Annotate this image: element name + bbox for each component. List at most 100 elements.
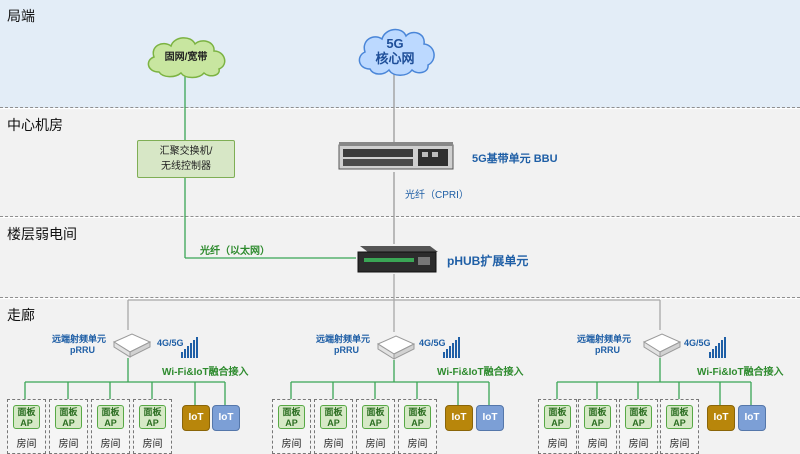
prru-name-line2: pRRU — [334, 345, 359, 355]
aggregation-switch-box: 汇聚交换机/ 无线控制器 — [137, 140, 235, 178]
access-label: Wi-Fi&IoT融合接入 — [697, 367, 784, 378]
iot-device-gold: IoT — [707, 405, 735, 431]
prru-band-label: 4G/5G — [419, 338, 446, 348]
room-label: 房间 — [669, 439, 690, 450]
ap-line1: 面板 — [59, 407, 78, 417]
room-label: 房间 — [547, 439, 568, 450]
band-title-central-office: 局端 — [7, 8, 35, 24]
bbu-device-icon — [338, 142, 454, 170]
ap-line1: 面板 — [548, 407, 567, 417]
room-label: 房间 — [628, 439, 649, 450]
ap-line1: 面板 — [588, 407, 607, 417]
ap-line2: AP — [411, 418, 424, 428]
5g-core-cloud-icon — [358, 28, 435, 76]
ap-line1: 面板 — [143, 407, 162, 417]
phub-device-icon — [357, 246, 438, 273]
ap-line2: AP — [146, 418, 159, 428]
switch-line1: 汇聚交换机/ — [159, 146, 213, 157]
room-label: 房间 — [16, 439, 37, 450]
room-label: 房间 — [281, 439, 302, 450]
prru-name-line2: pRRU — [595, 345, 620, 355]
ap-line2: AP — [591, 418, 604, 428]
prru-device-icon — [112, 333, 152, 358]
prru-label: 远端射频单元 pRRU — [577, 334, 631, 356]
prru-device-icon — [376, 335, 416, 360]
prru-band-label: 4G/5G — [157, 338, 184, 348]
prru-name-line1: 远端射频单元 — [316, 334, 371, 344]
broadband-cloud-icon — [147, 37, 226, 79]
5g-core-line1: 5G — [386, 36, 404, 51]
access-label: Wi-Fi&IoT融合接入 — [437, 367, 524, 378]
ap-line2: AP — [20, 418, 33, 428]
ap-line1: 面板 — [17, 407, 36, 417]
bbu-label: 5G基带单元 BBU — [472, 153, 558, 165]
prru-device-icon — [642, 333, 682, 358]
broadband-cloud-label: 固网/宽带 — [164, 52, 208, 63]
prru-name-line2: pRRU — [70, 345, 95, 355]
band-title-central-room: 中心机房 — [7, 117, 63, 133]
ethernet-label: 光纤（以太网） — [200, 246, 270, 257]
switch-line2: 无线控制器 — [161, 161, 211, 172]
iot-device-blue: IoT — [738, 405, 766, 431]
ap-line2: AP — [285, 418, 298, 428]
ap-line2: AP — [673, 418, 686, 428]
ap-line2: AP — [327, 418, 340, 428]
phub-label: pHUB扩展单元 — [447, 254, 529, 268]
ap-line1: 面板 — [408, 407, 427, 417]
prru-name-line1: 远端射频单元 — [577, 334, 632, 344]
ap-line2: AP — [62, 418, 75, 428]
ap-line1: 面板 — [629, 407, 648, 417]
iot-device-blue: IoT — [476, 405, 504, 431]
room-label: 房间 — [100, 439, 121, 450]
signal-bars-icon — [181, 337, 198, 358]
prru-label: 远端射频单元 pRRU — [316, 334, 370, 356]
access-label: Wi-Fi&IoT融合接入 — [162, 367, 249, 378]
ap-line2: AP — [369, 418, 382, 428]
iot-device-gold: IoT — [182, 405, 210, 431]
prru-name-line1: 远端射频单元 — [52, 334, 107, 344]
ap-line2: AP — [104, 418, 117, 428]
room-label: 房间 — [58, 439, 79, 450]
prru-label: 远端射频单元 pRRU — [52, 334, 106, 356]
ap-line1: 面板 — [324, 407, 343, 417]
room-label: 房间 — [142, 439, 163, 450]
room-label: 房间 — [407, 439, 428, 450]
iot-device-blue: IoT — [212, 405, 240, 431]
ap-line1: 面板 — [282, 407, 301, 417]
ap-line1: 面板 — [670, 407, 689, 417]
ap-line2: AP — [551, 418, 564, 428]
room-label: 房间 — [323, 439, 344, 450]
iot-device-gold: IoT — [445, 405, 473, 431]
room-label: 房间 — [587, 439, 608, 450]
5g-core-line2: 核心网 — [375, 51, 415, 66]
band-title-corridor: 走廊 — [7, 307, 35, 323]
5g-core-cloud-label: 5G 核心网 — [354, 36, 436, 66]
signal-bars-icon — [443, 337, 460, 358]
band-title-floor-closet: 楼层弱电间 — [7, 226, 77, 242]
signal-bars-icon — [709, 337, 726, 358]
room-label: 房间 — [365, 439, 386, 450]
